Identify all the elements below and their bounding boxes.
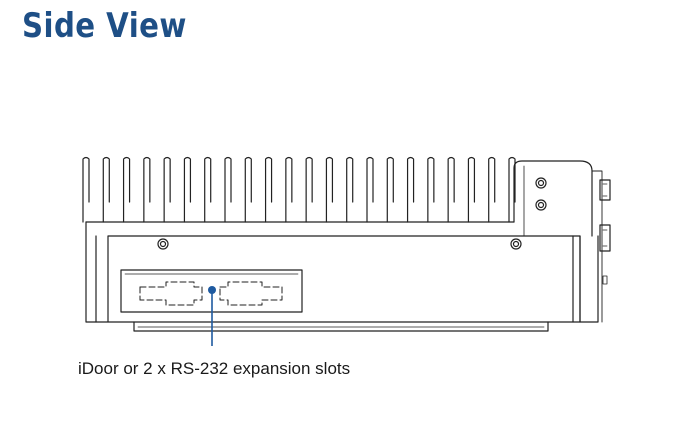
db9-connector-right bbox=[219, 281, 283, 306]
heatsink-fin bbox=[224, 156, 232, 223]
heatsink-fins bbox=[82, 156, 516, 223]
heatsink-fin bbox=[325, 156, 334, 223]
db9-connector-left bbox=[139, 281, 203, 306]
right-module bbox=[513, 160, 593, 237]
page-title: Side View bbox=[22, 6, 187, 46]
heatsink-fin bbox=[244, 156, 252, 223]
heatsink-fin bbox=[427, 156, 435, 223]
heatsink-fin bbox=[143, 156, 151, 223]
right-small-port bbox=[602, 275, 608, 285]
heatsink-fin bbox=[264, 156, 273, 223]
heatsink-fin bbox=[508, 156, 516, 223]
heatsink-fin bbox=[82, 156, 90, 223]
heatsink-fin bbox=[406, 156, 415, 223]
chassis-body bbox=[85, 221, 581, 323]
right-rear-edge bbox=[591, 170, 603, 323]
callout-pointer bbox=[208, 286, 216, 346]
heatsink-fin bbox=[488, 156, 496, 223]
heatsink-fin bbox=[305, 156, 313, 223]
base-plate bbox=[133, 321, 549, 332]
heatsink-fin bbox=[366, 156, 374, 223]
screw-icon bbox=[510, 238, 522, 250]
heatsink-fin bbox=[204, 156, 212, 223]
right-flange bbox=[579, 235, 599, 323]
right-connector-top bbox=[599, 179, 611, 201]
heatsink-fin bbox=[102, 156, 110, 223]
heatsink-fin bbox=[346, 156, 354, 223]
screw-icon bbox=[535, 199, 547, 211]
heatsink-fin bbox=[163, 156, 171, 223]
heatsink-fin bbox=[447, 156, 455, 223]
screw-icon bbox=[157, 238, 169, 250]
heatsink-fin bbox=[386, 156, 394, 223]
right-connector-bottom bbox=[599, 224, 611, 252]
screw-icon bbox=[535, 177, 547, 189]
heatsink-fin bbox=[285, 156, 293, 223]
heatsink-fin bbox=[183, 156, 192, 223]
expansion-slots-label: iDoor or 2 x RS-232 expansion slots bbox=[78, 359, 351, 378]
heatsink-fin bbox=[467, 156, 476, 223]
heatsink-fin bbox=[122, 156, 131, 223]
